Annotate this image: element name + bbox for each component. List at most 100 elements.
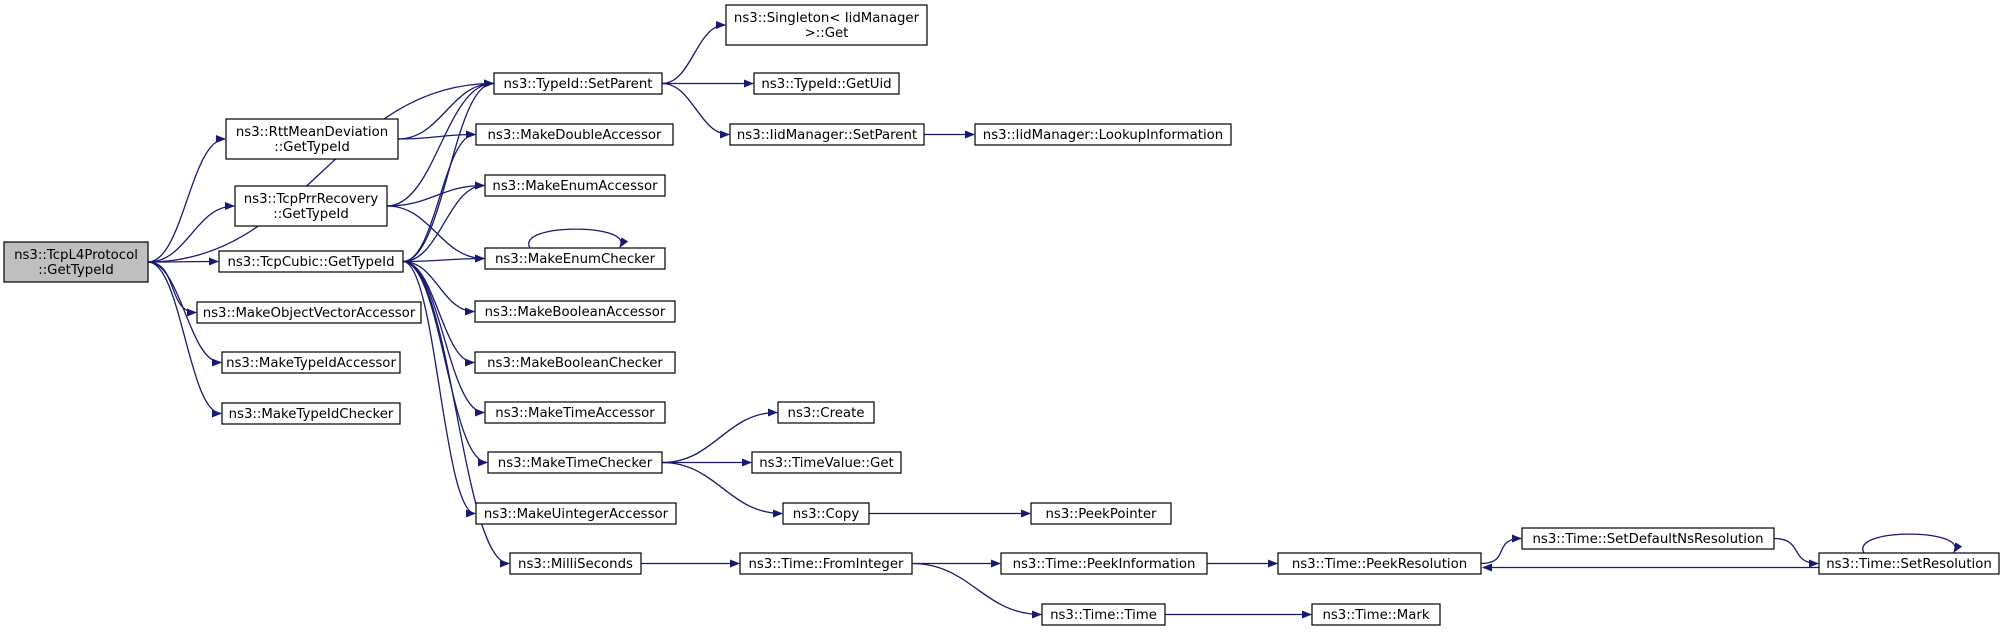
- node-makeenumchk[interactable]: ns3::MakeEnumChecker: [484, 247, 666, 270]
- node-makeboolchk[interactable]: ns3::MakeBooleanChecker: [474, 351, 676, 374]
- node-maketimeacc[interactable]: ns3::MakeTimeAccessor: [484, 401, 666, 424]
- node-box[interactable]: [729, 123, 925, 146]
- edge-root-to-maketypeidchk: [147, 261, 222, 418]
- node-label: ns3::Time::Time: [1050, 608, 1157, 623]
- node-box[interactable]: [974, 123, 1232, 146]
- node-box[interactable]: [474, 351, 676, 374]
- node-box[interactable]: [753, 72, 900, 95]
- node-maketypeidchk[interactable]: ns3::MakeTypeIdChecker: [221, 402, 401, 425]
- edge-root-to-setparent: [147, 79, 494, 263]
- edge-setparent-to-singletonget: [661, 21, 726, 85]
- node-box[interactable]: [475, 123, 674, 146]
- node-label: ns3::IidManager::SetParent: [737, 128, 917, 143]
- node-box[interactable]: [777, 401, 875, 424]
- node-fromint[interactable]: ns3::Time::FromInteger: [739, 552, 913, 575]
- node-label: ns3::MakeEnumAccessor: [492, 179, 658, 194]
- node-box[interactable]: [218, 250, 404, 273]
- node-label: ns3::TypeId::GetUid: [761, 77, 891, 92]
- node-setdefns[interactable]: ns3::Time::SetDefaultNsResolution: [1521, 527, 1775, 550]
- node-label: ns3::MakeBooleanAccessor: [485, 305, 666, 320]
- node-peekres[interactable]: ns3::Time::PeekResolution: [1277, 552, 1482, 575]
- node-box[interactable]: [1521, 527, 1775, 550]
- node-box[interactable]: [739, 552, 913, 575]
- node-makeboolacc[interactable]: ns3::MakeBooleanAccessor: [474, 300, 676, 323]
- node-label: ns3::TimeValue::Get: [759, 456, 894, 471]
- edges-layer: [147, 21, 1963, 619]
- node-peekpointer[interactable]: ns3::PeekPointer: [1030, 502, 1172, 525]
- node-maketimechk[interactable]: ns3::MakeTimeChecker: [487, 451, 663, 474]
- node-box[interactable]: [1277, 552, 1482, 575]
- node-box[interactable]: [484, 247, 666, 270]
- edge-tcpcubic-to-makeboolacc: [402, 260, 475, 316]
- node-setparent[interactable]: ns3::TypeId::SetParent: [493, 72, 663, 95]
- edge-rttmean-to-setparent: [397, 79, 494, 140]
- node-box[interactable]: [196, 301, 422, 324]
- node-label: ns3::MakeTypeIdChecker: [229, 407, 394, 422]
- node-rttmean[interactable]: ns3::RttMeanDeviation::GetTypeId: [225, 118, 399, 160]
- node-box[interactable]: [234, 185, 388, 227]
- node-label: ns3::MakeTimeAccessor: [495, 406, 655, 421]
- node-box[interactable]: [3, 241, 149, 283]
- node-label: ns3::IidManager::LookupInformation: [983, 128, 1223, 143]
- node-box[interactable]: [221, 402, 401, 425]
- node-label: ns3::Time::PeekResolution: [1292, 557, 1467, 572]
- node-create[interactable]: ns3::Create: [777, 401, 875, 424]
- node-box[interactable]: [1818, 552, 2000, 575]
- node-timevalueget[interactable]: ns3::TimeValue::Get: [751, 451, 902, 474]
- node-maketypeidacc[interactable]: ns3::MakeTypeIdAccessor: [221, 351, 401, 374]
- node-box[interactable]: [487, 451, 663, 474]
- node-label: ns3::PeekPointer: [1045, 507, 1157, 522]
- nodes-layer: ns3::TcpL4Protocol::GetTypeIdns3::RttMea…: [3, 4, 2000, 626]
- edge-root-to-tcpcubic: [147, 257, 219, 266]
- node-box[interactable]: [1041, 603, 1166, 626]
- node-label: ns3::MilliSeconds: [518, 557, 633, 572]
- node-label: ns3::MakeBooleanChecker: [487, 356, 663, 371]
- node-root[interactable]: ns3::TcpL4Protocol::GetTypeId: [3, 241, 149, 283]
- node-timetime[interactable]: ns3::Time::Time: [1041, 603, 1166, 626]
- node-box[interactable]: [221, 351, 401, 374]
- node-label: ns3::RttMeanDeviation: [236, 125, 388, 140]
- node-milliseconds[interactable]: ns3::MilliSeconds: [509, 552, 642, 575]
- node-makeenumacc[interactable]: ns3::MakeEnumAccessor: [484, 174, 666, 197]
- node-label: ns3::MakeTypeIdAccessor: [226, 356, 396, 371]
- node-label: ns3::TcpL4Protocol: [14, 248, 138, 263]
- node-label: ::GetTypeId: [274, 140, 350, 155]
- node-box[interactable]: [493, 72, 663, 95]
- edge-tcpcubic-to-makedoubleacc: [402, 130, 476, 263]
- edge-tcpcubic-to-maketimeacc: [402, 260, 485, 417]
- node-setres[interactable]: ns3::Time::SetResolution: [1818, 552, 2000, 575]
- node-tcpcubic[interactable]: ns3::TcpCubic::GetTypeId: [218, 250, 404, 273]
- node-label: ns3::Singleton< IidManager: [734, 11, 920, 26]
- node-box[interactable]: [1030, 502, 1172, 525]
- node-getuid[interactable]: ns3::TypeId::GetUid: [753, 72, 900, 95]
- node-iidsetparent[interactable]: ns3::IidManager::SetParent: [729, 123, 925, 146]
- node-label: ns3::MakeEnumChecker: [495, 252, 656, 267]
- node-singletonget[interactable]: ns3::Singleton< IidManager>::Get: [725, 4, 928, 46]
- node-box[interactable]: [751, 451, 902, 474]
- node-lookupinfo[interactable]: ns3::IidManager::LookupInformation: [974, 123, 1232, 146]
- edge-tcpcubic-to-maketimechk: [402, 260, 488, 467]
- node-label: ::GetTypeId: [273, 207, 349, 222]
- node-box[interactable]: [475, 502, 677, 525]
- node-box[interactable]: [725, 4, 928, 46]
- node-makeobjvec[interactable]: ns3::MakeObjectVectorAccessor: [196, 301, 422, 324]
- node-makedoubleacc[interactable]: ns3::MakeDoubleAccessor: [475, 123, 674, 146]
- node-label: >::Get: [805, 26, 849, 41]
- node-tcpprr[interactable]: ns3::TcpPrrRecovery::GetTypeId: [234, 185, 388, 227]
- node-timemark[interactable]: ns3::Time::Mark: [1311, 603, 1441, 626]
- edge-setres-to-setres: [1862, 533, 1963, 554]
- node-box[interactable]: [1311, 603, 1441, 626]
- node-label: ns3::Create: [788, 406, 865, 421]
- node-peekinfo[interactable]: ns3::Time::PeekInformation: [1000, 552, 1208, 575]
- node-copy[interactable]: ns3::Copy: [782, 502, 870, 525]
- node-box[interactable]: [1000, 552, 1208, 575]
- node-box[interactable]: [474, 300, 676, 323]
- node-box[interactable]: [484, 174, 666, 197]
- node-box[interactable]: [225, 118, 399, 160]
- node-makeuintacc[interactable]: ns3::MakeUintegerAccessor: [475, 502, 677, 525]
- node-box[interactable]: [509, 552, 642, 575]
- node-box[interactable]: [782, 502, 870, 525]
- node-label: ns3::MakeDoubleAccessor: [487, 128, 662, 143]
- node-box[interactable]: [484, 401, 666, 424]
- edge-tcpcubic-to-makeenumchk: [402, 254, 485, 263]
